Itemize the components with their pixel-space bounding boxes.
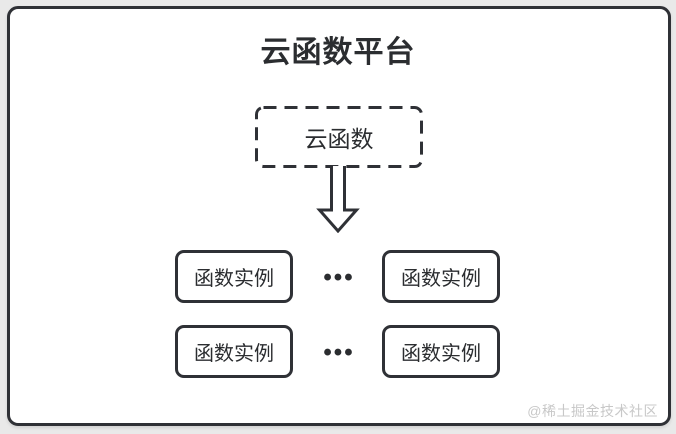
dashed-border	[255, 106, 423, 168]
cloud-function-node: 云函数	[255, 106, 423, 168]
down-arrow-icon	[316, 166, 360, 233]
cloud-function-label: 云函数	[304, 126, 374, 152]
diagram-title: 云函数平台	[260, 36, 416, 69]
ellipsis: •••	[323, 339, 355, 366]
function-instance-node: 函数实例	[382, 325, 500, 378]
ellipsis: •••	[323, 264, 355, 291]
function-instance-node: 函数实例	[382, 250, 500, 303]
function-instance-node: 函数实例	[175, 250, 293, 303]
watermark-text: @稀土掘金技术社区	[527, 403, 658, 419]
function-instance-node: 函数实例	[175, 325, 293, 378]
